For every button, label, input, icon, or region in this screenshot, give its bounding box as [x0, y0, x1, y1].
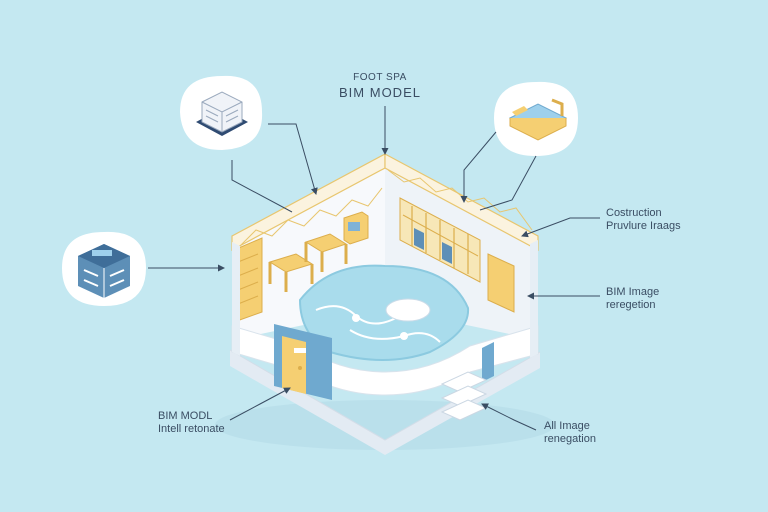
office-building-icon	[62, 231, 146, 306]
building-model	[215, 152, 555, 455]
title-line-1: FOOT SPA	[353, 72, 407, 83]
connector-construction	[521, 217, 600, 238]
pool	[298, 264, 470, 361]
construction-line-1: Costruction	[606, 207, 662, 219]
table-1	[268, 253, 314, 292]
bim-model-line-1: BIM MODL	[158, 410, 213, 422]
ai-image-line-1: All Image	[544, 420, 590, 432]
building-block-icon	[180, 75, 263, 150]
bed-icon	[494, 81, 578, 156]
table-2	[304, 233, 348, 272]
ai-image-label: All Image renegation	[544, 420, 596, 445]
connector-top-left	[268, 123, 318, 195]
connector-top-right-2	[479, 155, 537, 211]
title-line-2: BIM MODEL	[339, 84, 421, 100]
steps	[440, 371, 488, 421]
bim-image-line-2: reregetion	[606, 298, 656, 311]
front-door	[274, 324, 332, 400]
windows	[399, 197, 481, 283]
connector-top-left-2	[231, 160, 293, 213]
construction-line-2: Pruvlure Iraags	[606, 219, 681, 232]
bim-model-line-2: Intell retonate	[158, 422, 225, 435]
chair	[343, 211, 369, 245]
bim-image-line-1: BIM Image	[606, 286, 660, 298]
construction-label: Costruction Pruvlure Iraags	[606, 207, 681, 232]
bim-image-label: BIM Image reregetion	[606, 286, 659, 311]
connector-top-right	[460, 131, 497, 203]
connector-ai-image	[481, 403, 537, 431]
title-label: FOOT SPA BIM MODEL	[300, 72, 460, 100]
ai-image-line-2: renegation	[544, 432, 596, 445]
bim-model-label: BIM MODL Intell retonate	[158, 410, 225, 435]
connector-lines	[148, 106, 600, 431]
connector-bim-model	[229, 387, 291, 421]
